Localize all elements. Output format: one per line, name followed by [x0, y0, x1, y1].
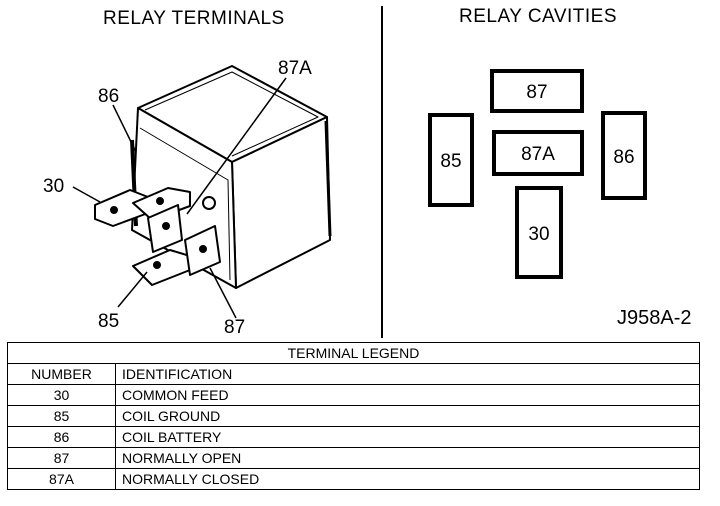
label-86: 86: [98, 86, 119, 107]
table-row: 87A NORMALLY CLOSED: [7, 468, 700, 490]
figure-code: J958A-2: [617, 307, 692, 329]
panel-divider: [381, 6, 383, 338]
row-number: 85: [7, 405, 116, 427]
legend-caption: TERMINAL LEGEND: [7, 342, 700, 364]
header-identification: IDENTIFICATION: [115, 363, 700, 385]
cavity-86-box: [601, 111, 647, 200]
row-identification: COIL BATTERY: [115, 426, 700, 448]
label-30: 30: [43, 176, 64, 197]
cavity-87-box: [490, 69, 584, 113]
cavity-85-box: [428, 113, 474, 207]
header-number: NUMBER: [7, 363, 116, 385]
row-number: 86: [7, 426, 116, 448]
cavity-85-label: 85: [440, 151, 461, 172]
row-identification: NORMALLY CLOSED: [115, 468, 700, 490]
table-row: 85 COIL GROUND: [7, 405, 700, 427]
table-row: 30 COMMON FEED: [7, 384, 700, 406]
row-identification: COIL GROUND: [115, 405, 700, 427]
relay-cavities-diagram: 87 85 87A 86 30: [428, 69, 647, 279]
row-number: 87A: [7, 468, 116, 490]
row-identification: NORMALLY OPEN: [115, 447, 700, 469]
table-row: 87 NORMALLY OPEN: [7, 447, 700, 469]
relay-terminals-title: RELAY TERMINALS: [103, 8, 285, 29]
label-87: 87: [224, 317, 245, 338]
label-87a: 87A: [278, 58, 312, 79]
relay-drawing: 86 87A 30 85 87: [43, 58, 332, 338]
table-row: 86 COIL BATTERY: [7, 426, 700, 448]
cavity-87a-label: 87A: [521, 144, 555, 165]
relay-cavities-title: RELAY CAVITIES: [459, 6, 617, 27]
cavity-87a-box: [492, 130, 584, 176]
legend-header-row: NUMBER IDENTIFICATION: [7, 363, 700, 385]
row-number: 30: [7, 384, 116, 406]
label-85: 85: [98, 311, 119, 332]
cavity-30-label: 30: [528, 224, 549, 245]
cavity-86-label: 86: [613, 147, 634, 168]
row-identification: COMMON FEED: [115, 384, 700, 406]
cavity-87-label: 87: [526, 82, 547, 103]
cavity-30-box: [515, 186, 563, 279]
terminal-legend-table: TERMINAL LEGEND NUMBER IDENTIFICATION 30…: [7, 342, 700, 490]
row-number: 87: [7, 447, 116, 469]
